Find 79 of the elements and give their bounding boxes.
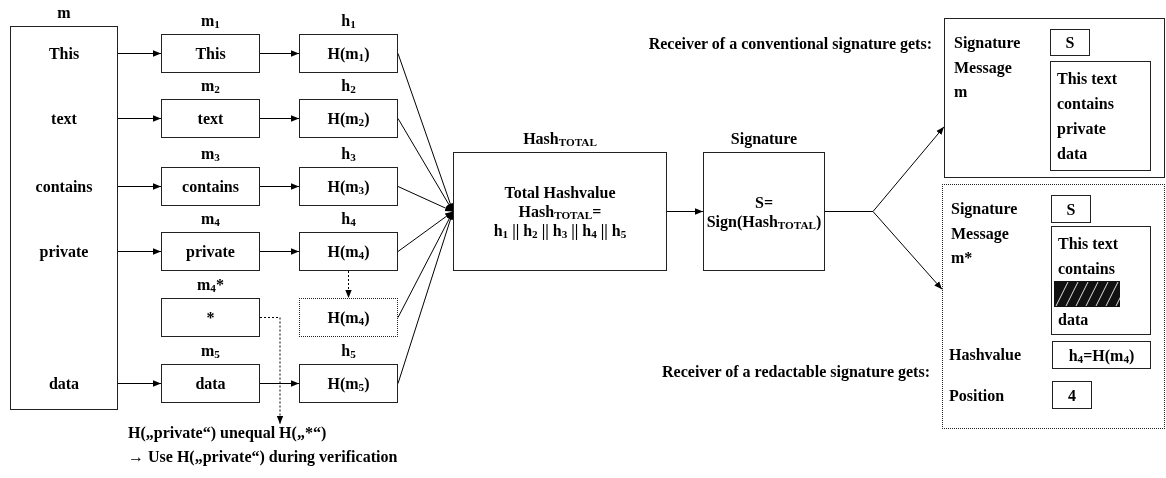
- message-text: This text contains private data: [1057, 69, 1118, 164]
- receiver-panel: [944, 18, 1165, 178]
- arrow: [259, 115, 300, 122]
- arrow: [397, 118, 454, 212]
- arrow: [259, 183, 300, 190]
- field-label: Position: [949, 387, 1005, 405]
- box-text: H(m$_{2}$): [327, 109, 370, 128]
- box-text: *: [206, 308, 215, 327]
- arrow: [117, 115, 162, 122]
- dotted-arrow: [345, 270, 352, 299]
- box-text: contains: [182, 177, 239, 196]
- caption-text: Receiver of a redactable signature gets:: [662, 363, 930, 381]
- field-label: Signature: [951, 200, 1018, 218]
- position-field: [1052, 381, 1092, 409]
- variable-label: h$_{1}$: [340, 12, 357, 30]
- receiver-panel: [942, 184, 1165, 429]
- box-text: S: [1065, 33, 1075, 52]
- box-text: Hash$_{TOTAL}$=: [518, 202, 602, 221]
- box-text: data: [195, 374, 226, 393]
- variable-label: h$_{5}$: [340, 342, 357, 360]
- field-label: Message m*: [951, 224, 1010, 268]
- word-text: data: [47, 375, 81, 393]
- arrow: [117, 50, 162, 57]
- variable-label: m$_{4}$*: [196, 276, 225, 294]
- variable-label: m$_{2}$: [200, 77, 221, 95]
- variable-label: m$_{1}$: [200, 12, 221, 30]
- field-label: Signature: [954, 34, 1021, 52]
- arrow: [117, 380, 162, 387]
- arrow: [397, 211, 454, 252]
- word-text: This: [47, 45, 81, 63]
- box-text: S: [1066, 199, 1076, 219]
- box-text: private: [186, 242, 235, 261]
- arrow: [397, 186, 454, 212]
- variable-label: h$_{4}$: [340, 210, 357, 228]
- variable-label: m: [56, 4, 72, 22]
- caption-text: Receiver of a conventional signature gets:: [648, 35, 932, 53]
- arrow: [259, 248, 300, 255]
- note-text: H(„private“) unequal H(„*“): [128, 424, 327, 442]
- field-label: Message m: [954, 58, 1013, 102]
- hash-box: [299, 298, 398, 337]
- arrow: [117, 183, 162, 190]
- variable-label: m$_{5}$: [200, 342, 221, 360]
- message-text: This text contains: [1058, 234, 1119, 279]
- box-text: This: [195, 44, 226, 63]
- box-text: H(m$_{3}$): [327, 177, 370, 196]
- box-text: S= Sign(Hash$_{TOTAL}$): [705, 192, 823, 231]
- box-text: 4: [1068, 385, 1076, 405]
- box-text: H(m$_{1}$): [327, 44, 370, 63]
- hashvalue-field: [1052, 341, 1151, 369]
- note-text: → Use H(„private“) during verification: [128, 448, 398, 466]
- variable-label: h$_{2}$: [340, 77, 357, 95]
- variable-label: Signature: [729, 130, 799, 148]
- word-text: text: [50, 110, 78, 128]
- arrow: [397, 211, 454, 318]
- box-text: text: [197, 109, 224, 128]
- variable-label: m$_{4}$: [200, 210, 221, 228]
- message-text: data: [1058, 310, 1090, 330]
- word-text: private: [38, 243, 90, 261]
- word-text: contains: [34, 178, 94, 196]
- arrow: [117, 248, 162, 255]
- message-field: [1050, 61, 1151, 171]
- box-text: h$_{4}$=H(m$_{4}$): [1068, 345, 1135, 365]
- arrow: [259, 50, 300, 57]
- box-text: h$_{1}$ || h$_{2}$ || h$_{3}$ || h$_{4}$ || h$_{5}$: [493, 221, 627, 240]
- box-text: Total Hashvalue: [504, 183, 616, 202]
- arrow: [824, 211, 943, 290]
- box-text: H(m$_{4}$): [327, 242, 370, 261]
- box-text: H(m$_{5}$): [327, 374, 370, 393]
- arrow: [259, 380, 300, 387]
- dotted-arrow: [259, 317, 284, 425]
- arrow: [666, 208, 704, 215]
- signature-field: [1050, 29, 1090, 56]
- variable-label: h$_{3}$: [340, 145, 357, 163]
- signature-field: [1051, 195, 1091, 223]
- message-field: [1051, 226, 1151, 335]
- field-label: Hashvalue: [949, 346, 1021, 364]
- variable-label: m$_{3}$: [200, 145, 221, 163]
- variable-label: Hash$_{TOTAL}$: [522, 130, 598, 148]
- box-text: H(m$_{4}$): [327, 308, 370, 327]
